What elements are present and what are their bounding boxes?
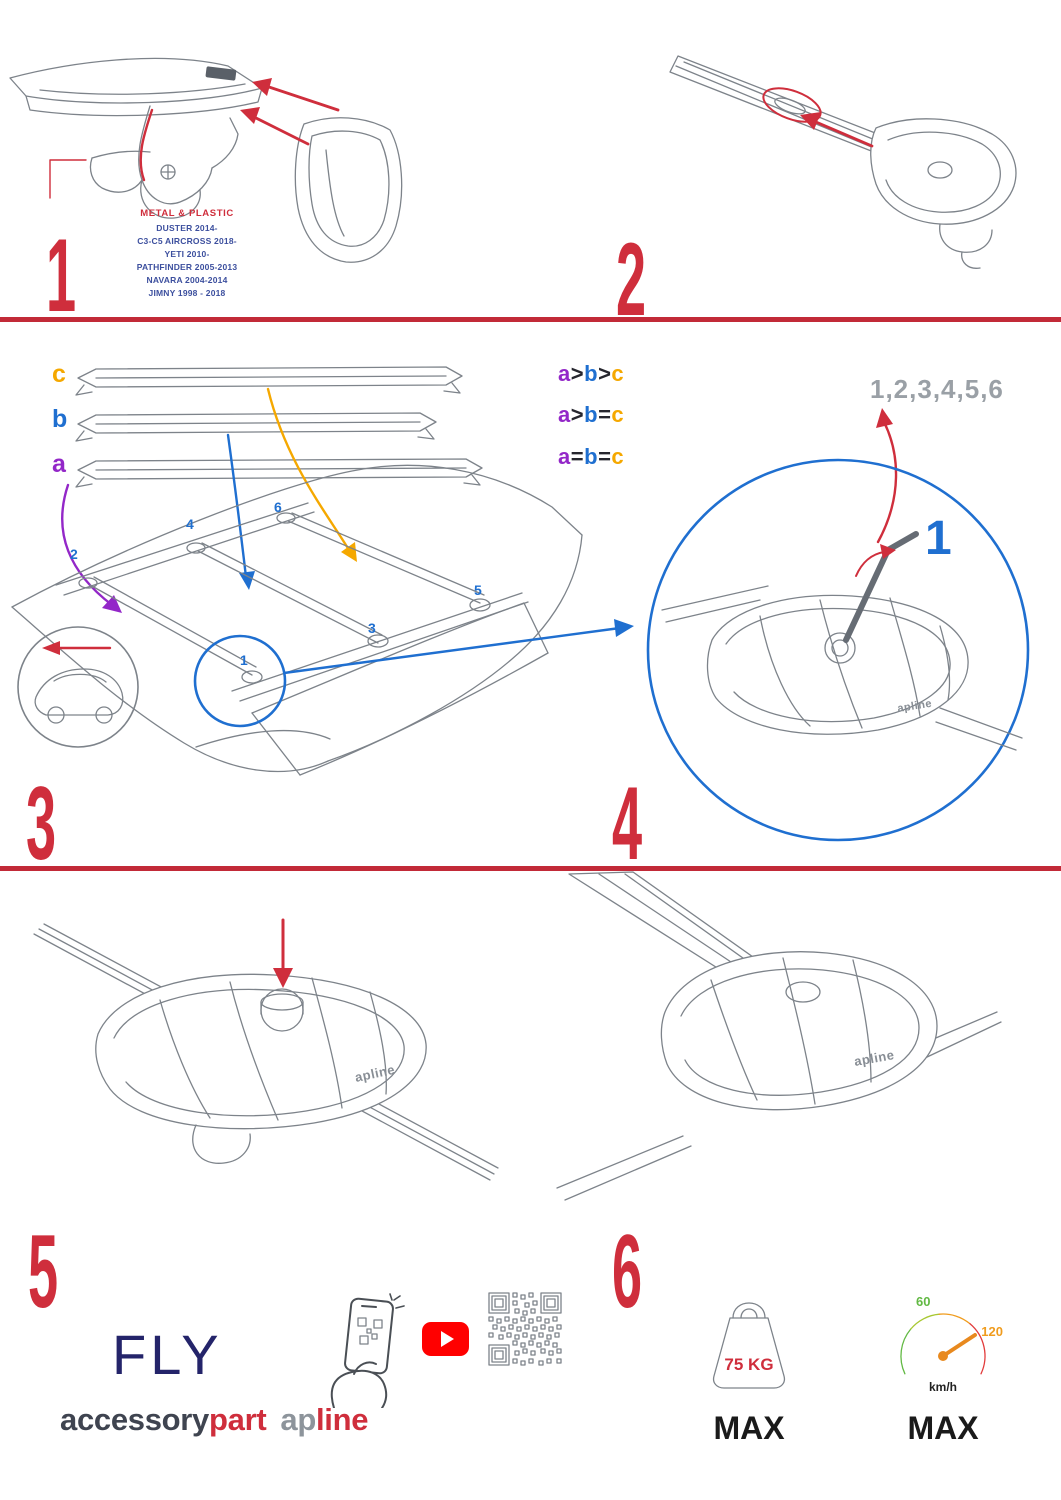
roof-position-3: 3 <box>368 620 376 636</box>
legend-operator: = <box>598 402 612 427</box>
roof-position-2: 2 <box>70 546 78 562</box>
car-direction-inset <box>17 626 139 748</box>
max-weight-icon: 75 KG <box>712 1302 786 1389</box>
bar-clamp-diagram <box>9 57 403 263</box>
foot-assembly <box>870 118 1017 269</box>
legend-operator: > <box>570 402 585 427</box>
fly-model-name: FLY <box>112 1323 223 1386</box>
weight-value: 75 KG <box>724 1355 773 1374</box>
foot-zoom-drawing: apline <box>706 594 969 735</box>
legend-operator: = <box>598 444 612 469</box>
end-cap-cover <box>294 117 403 263</box>
bar-b-drawing <box>75 412 437 442</box>
legend-operator: > <box>570 361 585 386</box>
step-4-number: 4 <box>612 766 643 882</box>
legend-letter: c <box>611 402 625 427</box>
roof-position-1: 1 <box>240 652 248 668</box>
apline-logo-text: apline <box>853 1047 896 1069</box>
zoom-source-circle <box>193 619 634 728</box>
section-divider <box>0 317 1061 322</box>
hex-key <box>843 531 919 643</box>
bar-a-drawing <box>75 458 483 488</box>
model-item: C3-C5 AIRCROSS 2018- <box>137 236 237 246</box>
legend-letter: b <box>584 444 599 469</box>
step-6-number: 6 <box>612 1214 643 1330</box>
legend-letter: c <box>611 361 625 386</box>
zoom-callout-number: 1 <box>925 512 952 565</box>
red-highlight-arrow <box>762 87 874 148</box>
legend-operator: = <box>570 444 585 469</box>
legend-letter: a <box>558 402 571 427</box>
material-label: METAL & PLASTIC <box>140 208 234 219</box>
speed-low-label: 60 <box>916 1294 930 1309</box>
roof-position-5: 5 <box>474 582 482 598</box>
youtube-icon <box>422 1322 469 1356</box>
play-triangle-icon <box>440 1331 454 1347</box>
roof-layout-diagram <box>11 366 634 776</box>
brand-ap: ap <box>280 1402 316 1437</box>
section-divider <box>0 866 1061 871</box>
step-2-number: 2 <box>616 222 647 338</box>
model-item: JIMNY 1998 - 2018 <box>148 288 226 298</box>
roof-position-6: 6 <box>274 499 282 515</box>
legend-row-2: a>b=c <box>558 404 624 426</box>
model-item: YETI 2010- <box>164 249 210 259</box>
clamp-foot <box>89 105 239 219</box>
qr-code <box>487 1291 563 1367</box>
apline-logo-text: apline <box>897 698 933 715</box>
phone-scan-icon <box>330 1293 405 1408</box>
model-item: PATHFINDER 2005-2013 <box>136 262 238 272</box>
model-item: DUSTER 2014- <box>156 223 218 233</box>
bar-label-c: c <box>52 360 66 388</box>
brand-accessory: accessory <box>60 1402 209 1437</box>
roof-position-4: 4 <box>186 516 194 532</box>
step-5-number: 5 <box>28 1214 59 1330</box>
tightening-zoom-diagram: apline <box>646 408 1030 842</box>
bar-c-drawing <box>75 366 463 396</box>
crossbar <box>669 55 889 157</box>
speed-max-label: MAX <box>907 1410 979 1446</box>
tightening-sequence: 1,2,3,4,5,6 <box>870 374 1004 404</box>
compatibility-list: METAL & PLASTIC DUSTER 2014- C3-C5 AIRCR… <box>102 208 272 300</box>
foot-drawing: apline <box>95 973 427 1164</box>
step-1-number: 1 <box>46 218 77 334</box>
legend-operator: > <box>598 361 612 386</box>
legend-row-3: a=b=c <box>558 446 624 468</box>
mounted-foot-diagram: apline <box>556 871 1002 1201</box>
weight-max-label: MAX <box>713 1410 785 1446</box>
legend-letter: b <box>584 402 599 427</box>
legend-letter: c <box>611 444 625 469</box>
zoom-circle <box>646 458 1030 842</box>
speed-gauge-icon: 60 120 km/h <box>900 1294 1003 1394</box>
model-item: NAVARA 2004-2014 <box>146 275 228 285</box>
legend-letter: a <box>558 444 571 469</box>
legend-letter: a <box>558 361 571 386</box>
rail-lines <box>661 585 1023 751</box>
foot-drawing: apline <box>660 951 938 1111</box>
brand-part: part <box>209 1402 267 1437</box>
crossbar-profile <box>9 57 263 117</box>
speed-high-label: 120 <box>981 1324 1003 1339</box>
red-annotation-arrows <box>49 78 340 199</box>
bar-label-b: b <box>52 405 68 433</box>
bar-label-a: a <box>52 450 66 478</box>
step-3-number: 3 <box>26 766 57 882</box>
speed-unit-label: km/h <box>929 1380 957 1394</box>
car-roof-drawing <box>11 464 583 776</box>
roof-rail <box>556 1011 1002 1201</box>
legend-row-1: a>b>c <box>558 363 624 385</box>
bar-end-diagram <box>669 55 1017 269</box>
press-knob-diagram: apline <box>33 918 499 1181</box>
legend-letter: b <box>584 361 599 386</box>
